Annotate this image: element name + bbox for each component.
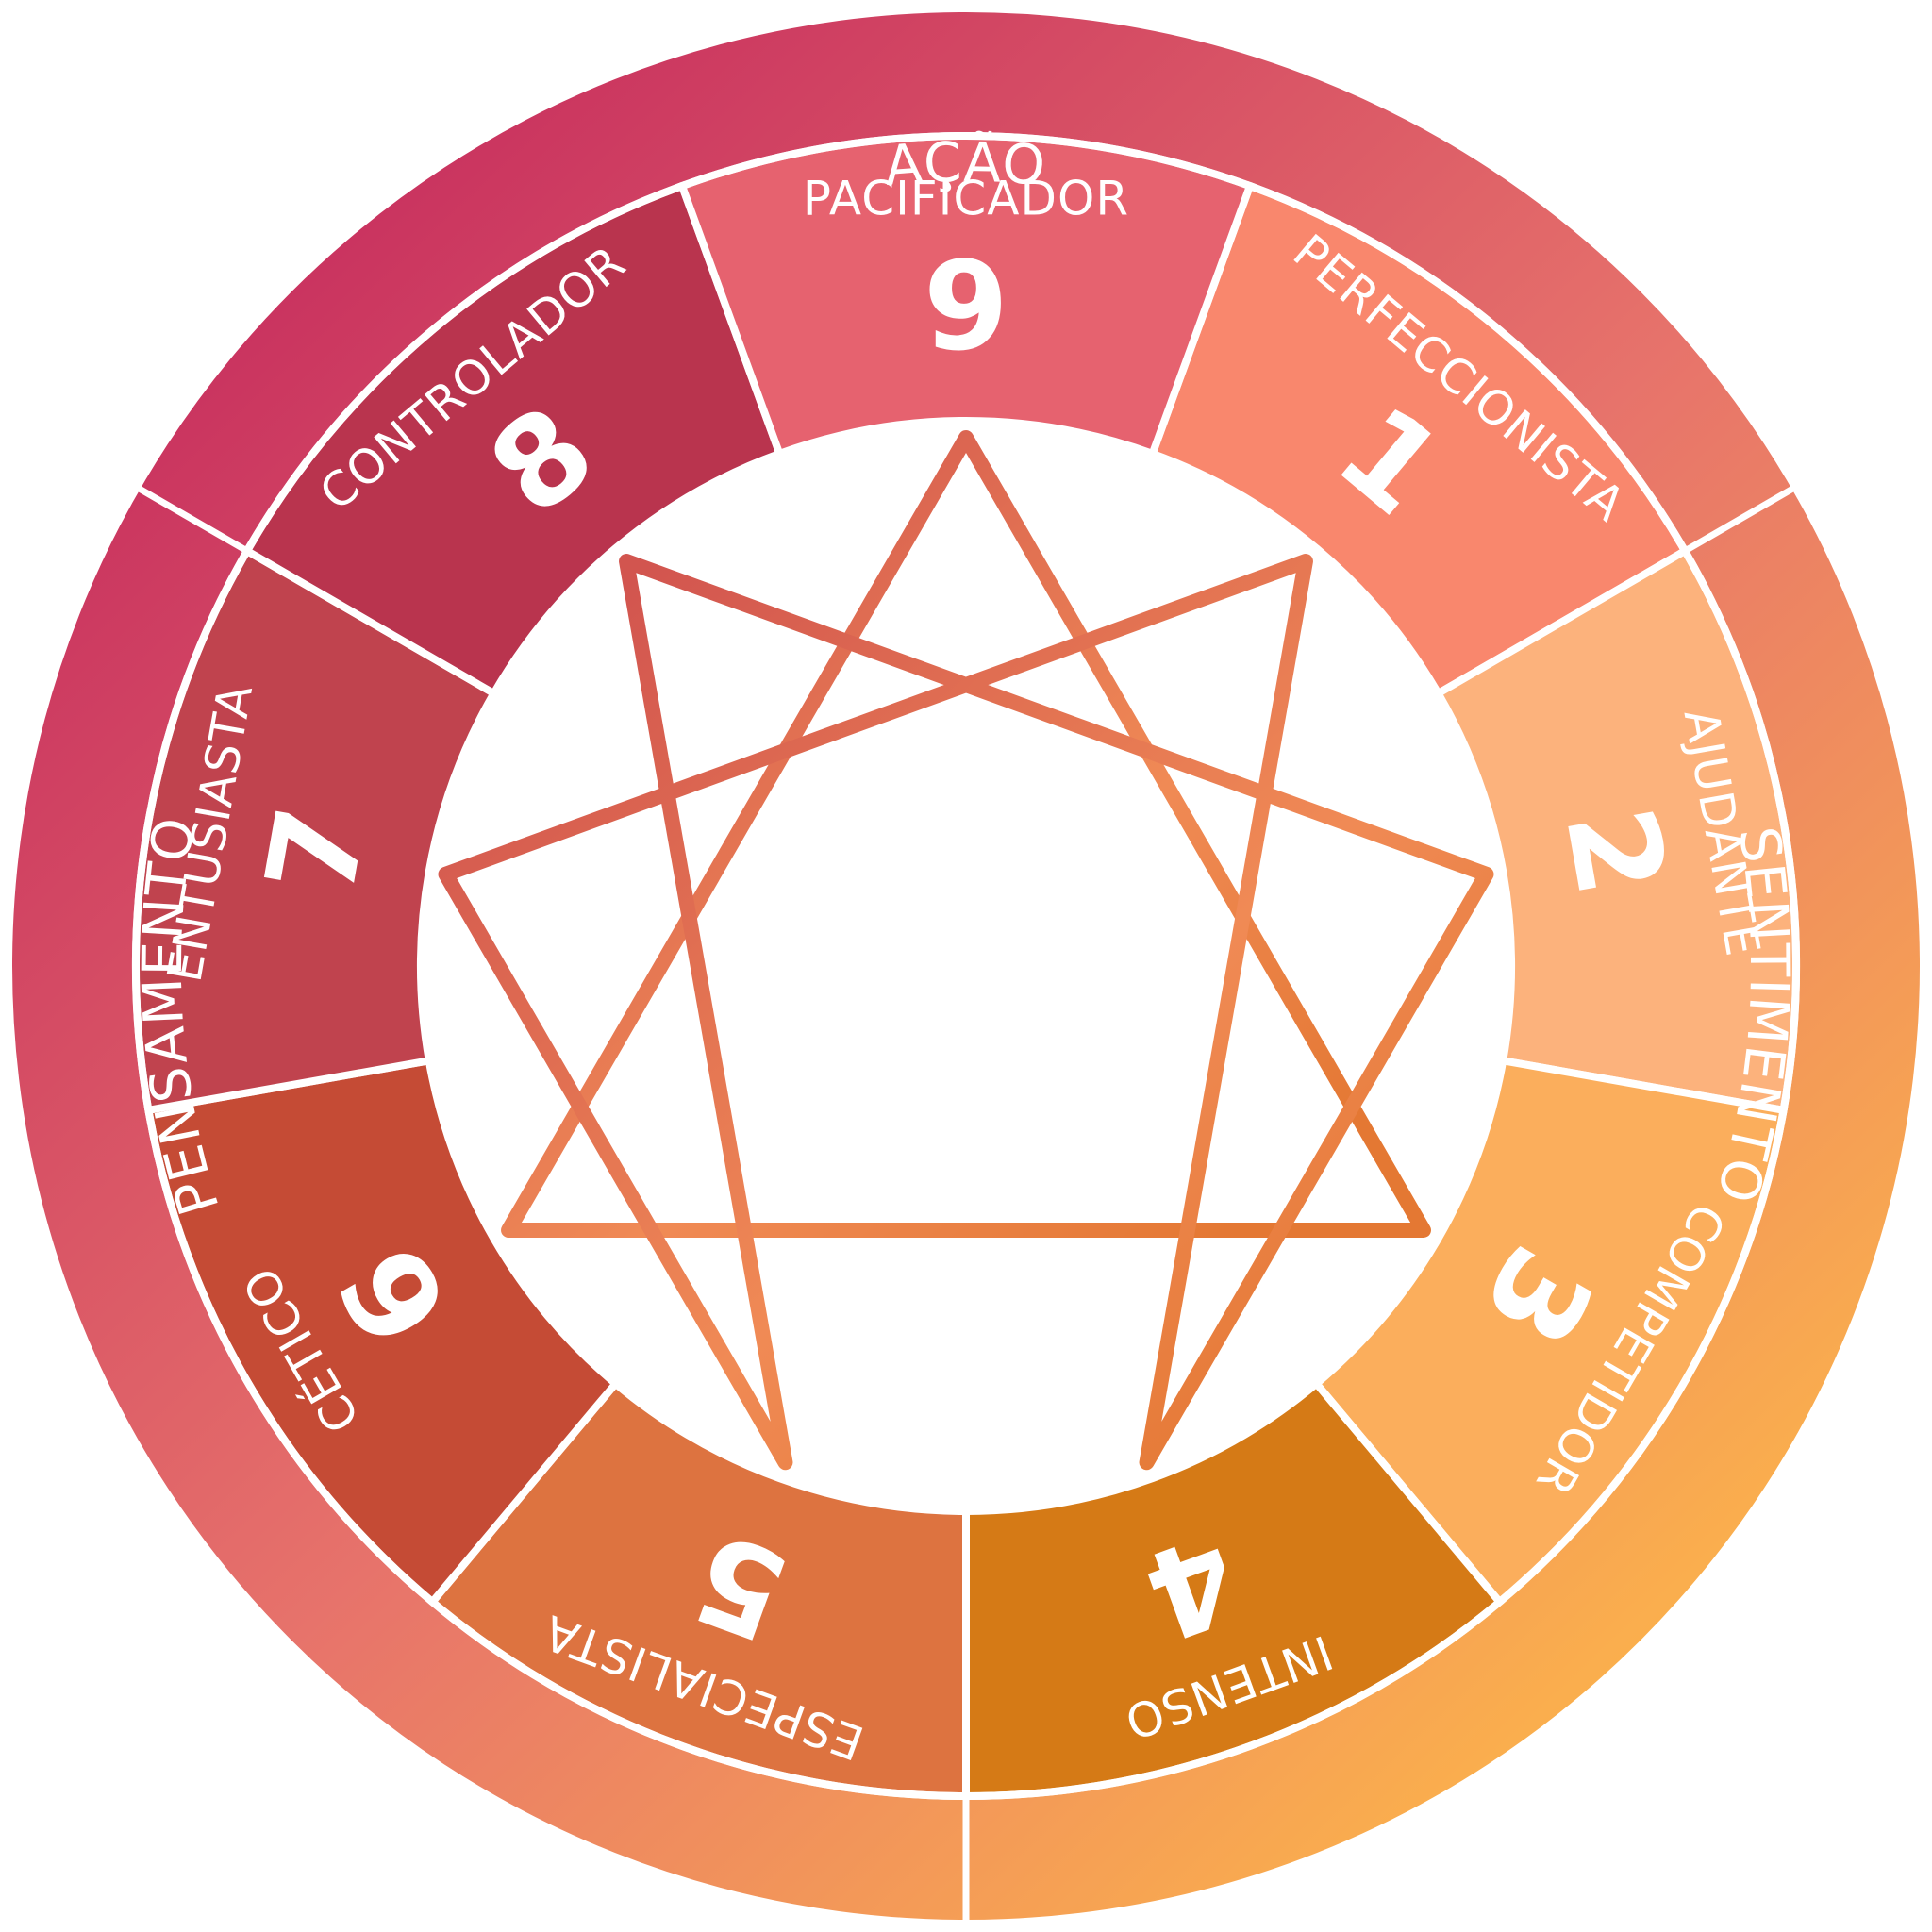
center-divider-3 xyxy=(136,484,249,555)
center-label-acao: AÇÃO xyxy=(883,129,1050,198)
type-number: 9 xyxy=(924,235,1008,378)
enneagram-hexad xyxy=(438,554,1494,1471)
center-dividers xyxy=(136,484,1796,1923)
enneagram-figure xyxy=(438,430,1494,1471)
center-divider-1 xyxy=(1683,484,1796,555)
inner-disc xyxy=(421,421,1511,1511)
type-name: PACIFICADOR xyxy=(803,172,1129,226)
enneagram-triangle xyxy=(501,430,1431,1238)
type-label-9: PACIFICADOR 9 xyxy=(803,172,1129,378)
segment-ring-border xyxy=(132,132,1800,1800)
